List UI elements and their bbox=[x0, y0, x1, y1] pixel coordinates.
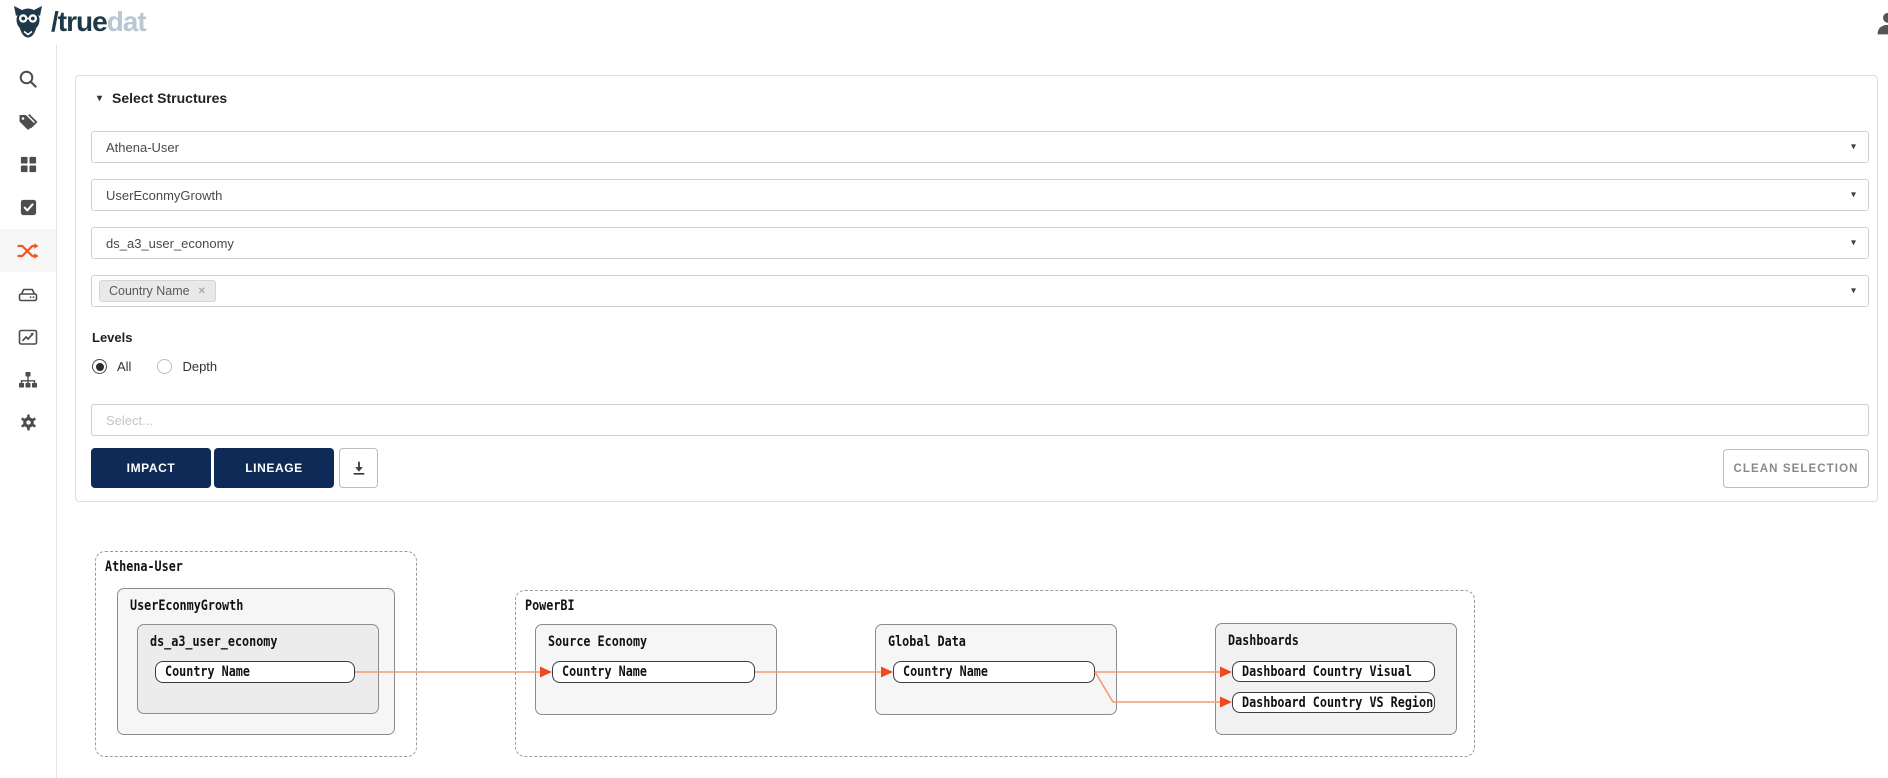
sidebar-item-grid[interactable] bbox=[0, 143, 56, 186]
collapse-caret-icon: ▾ bbox=[97, 92, 103, 104]
chevron-down-icon: ▾ bbox=[1850, 237, 1856, 249]
group-select-value: UserEconmyGrowth bbox=[106, 187, 223, 203]
panel-title-label: Select Structures bbox=[112, 90, 228, 106]
group-box-label: Source Economy bbox=[548, 634, 648, 650]
lineage-button[interactable]: LINEAGE bbox=[214, 448, 334, 488]
drive-icon bbox=[18, 288, 38, 301]
selected-tag: Country Name ✕ bbox=[99, 280, 216, 302]
check-square-icon bbox=[20, 199, 36, 216]
node-country-name-global-data[interactable]: Country Name bbox=[893, 661, 1095, 683]
levels-label: Levels bbox=[92, 330, 133, 345]
owl-logo-icon bbox=[14, 6, 42, 38]
node-country-name-source-economy[interactable]: Country Name bbox=[552, 661, 755, 683]
depth-select-input[interactable] bbox=[91, 404, 1869, 436]
group-box-label: Global Data bbox=[888, 634, 966, 650]
shuffle-icon bbox=[17, 242, 39, 259]
download-icon bbox=[353, 461, 364, 475]
cluster-label: Athena-User bbox=[105, 559, 183, 575]
clean-selection-button[interactable]: CLEAN SELECTION bbox=[1723, 449, 1869, 488]
sidebar-item-structures[interactable] bbox=[0, 358, 56, 401]
truedat-logo[interactable]: /truedat bbox=[10, 3, 147, 41]
table-select[interactable]: ds_a3_user_economy ▾ bbox=[91, 227, 1869, 259]
radio-depth-button[interactable] bbox=[157, 359, 173, 374]
table-box-label: ds_a3_user_economy bbox=[150, 634, 278, 650]
logo-wordmark: /truedat bbox=[51, 3, 147, 41]
levels-radio-group: All Depth bbox=[92, 359, 217, 374]
table-select-value: ds_a3_user_economy bbox=[106, 235, 234, 251]
chart-line-icon bbox=[18, 329, 38, 345]
search-icon bbox=[19, 70, 37, 88]
chevron-down-icon: ▾ bbox=[1850, 189, 1856, 201]
sidebar-item-analytics[interactable] bbox=[0, 315, 56, 358]
sidebar-item-tags[interactable] bbox=[0, 100, 56, 143]
field-select[interactable]: Country Name ✕ ▾ bbox=[91, 275, 1869, 307]
node-dashboard-country-vs-region[interactable]: Dashboard Country VS Region bbox=[1232, 692, 1435, 713]
cluster-powerbi: PowerBI bbox=[515, 590, 1475, 757]
radio-option-depth[interactable]: Depth bbox=[157, 359, 217, 374]
radio-option-all[interactable]: All bbox=[92, 359, 131, 374]
logo-true: /true bbox=[51, 6, 108, 37]
node-dashboard-country-visual[interactable]: Dashboard Country Visual bbox=[1232, 661, 1435, 682]
sidebar-item-search[interactable] bbox=[0, 57, 56, 100]
system-select[interactable]: Athena-User ▾ bbox=[91, 131, 1869, 163]
radio-all-button[interactable] bbox=[92, 359, 107, 374]
grid-icon bbox=[20, 156, 36, 173]
selected-tag-label: Country Name bbox=[109, 284, 190, 298]
radio-all-label: All bbox=[117, 359, 132, 374]
panel-title[interactable]: ▾ Select Structures bbox=[97, 90, 227, 106]
tags-icon bbox=[19, 113, 38, 130]
sidebar-item-lineage[interactable] bbox=[0, 229, 56, 272]
download-button[interactable] bbox=[339, 448, 378, 488]
top-bar: /truedat bbox=[0, 0, 1888, 45]
sidebar-item-data-sources[interactable] bbox=[0, 272, 56, 315]
gear-icon bbox=[20, 414, 36, 431]
sitemap-icon bbox=[19, 371, 37, 387]
chevron-down-icon: ▾ bbox=[1850, 141, 1856, 153]
chevron-down-icon: ▾ bbox=[1850, 285, 1856, 297]
impact-button[interactable]: IMPACT bbox=[91, 448, 211, 488]
cluster-label: PowerBI bbox=[525, 598, 575, 614]
user-icon[interactable] bbox=[1875, 10, 1888, 36]
sidebar bbox=[0, 45, 57, 778]
sidebar-item-settings[interactable] bbox=[0, 401, 56, 444]
remove-tag-icon[interactable]: ✕ bbox=[197, 285, 206, 297]
group-box-label: UserEconmyGrowth bbox=[130, 598, 244, 614]
logo-dat: dat bbox=[106, 6, 147, 37]
radio-depth-label: Depth bbox=[182, 359, 218, 374]
select-structures-panel: ▾ Select Structures Athena-User ▾ UserEc… bbox=[75, 75, 1878, 502]
group-box-label: Dashboards bbox=[1228, 633, 1299, 649]
cluster-athena-user: Athena-User bbox=[95, 551, 417, 757]
sidebar-item-tasks[interactable] bbox=[0, 186, 56, 229]
node-country-name-athena[interactable]: Country Name bbox=[155, 661, 355, 683]
group-select[interactable]: UserEconmyGrowth ▾ bbox=[91, 179, 1869, 211]
system-select-value: Athena-User bbox=[106, 139, 179, 155]
